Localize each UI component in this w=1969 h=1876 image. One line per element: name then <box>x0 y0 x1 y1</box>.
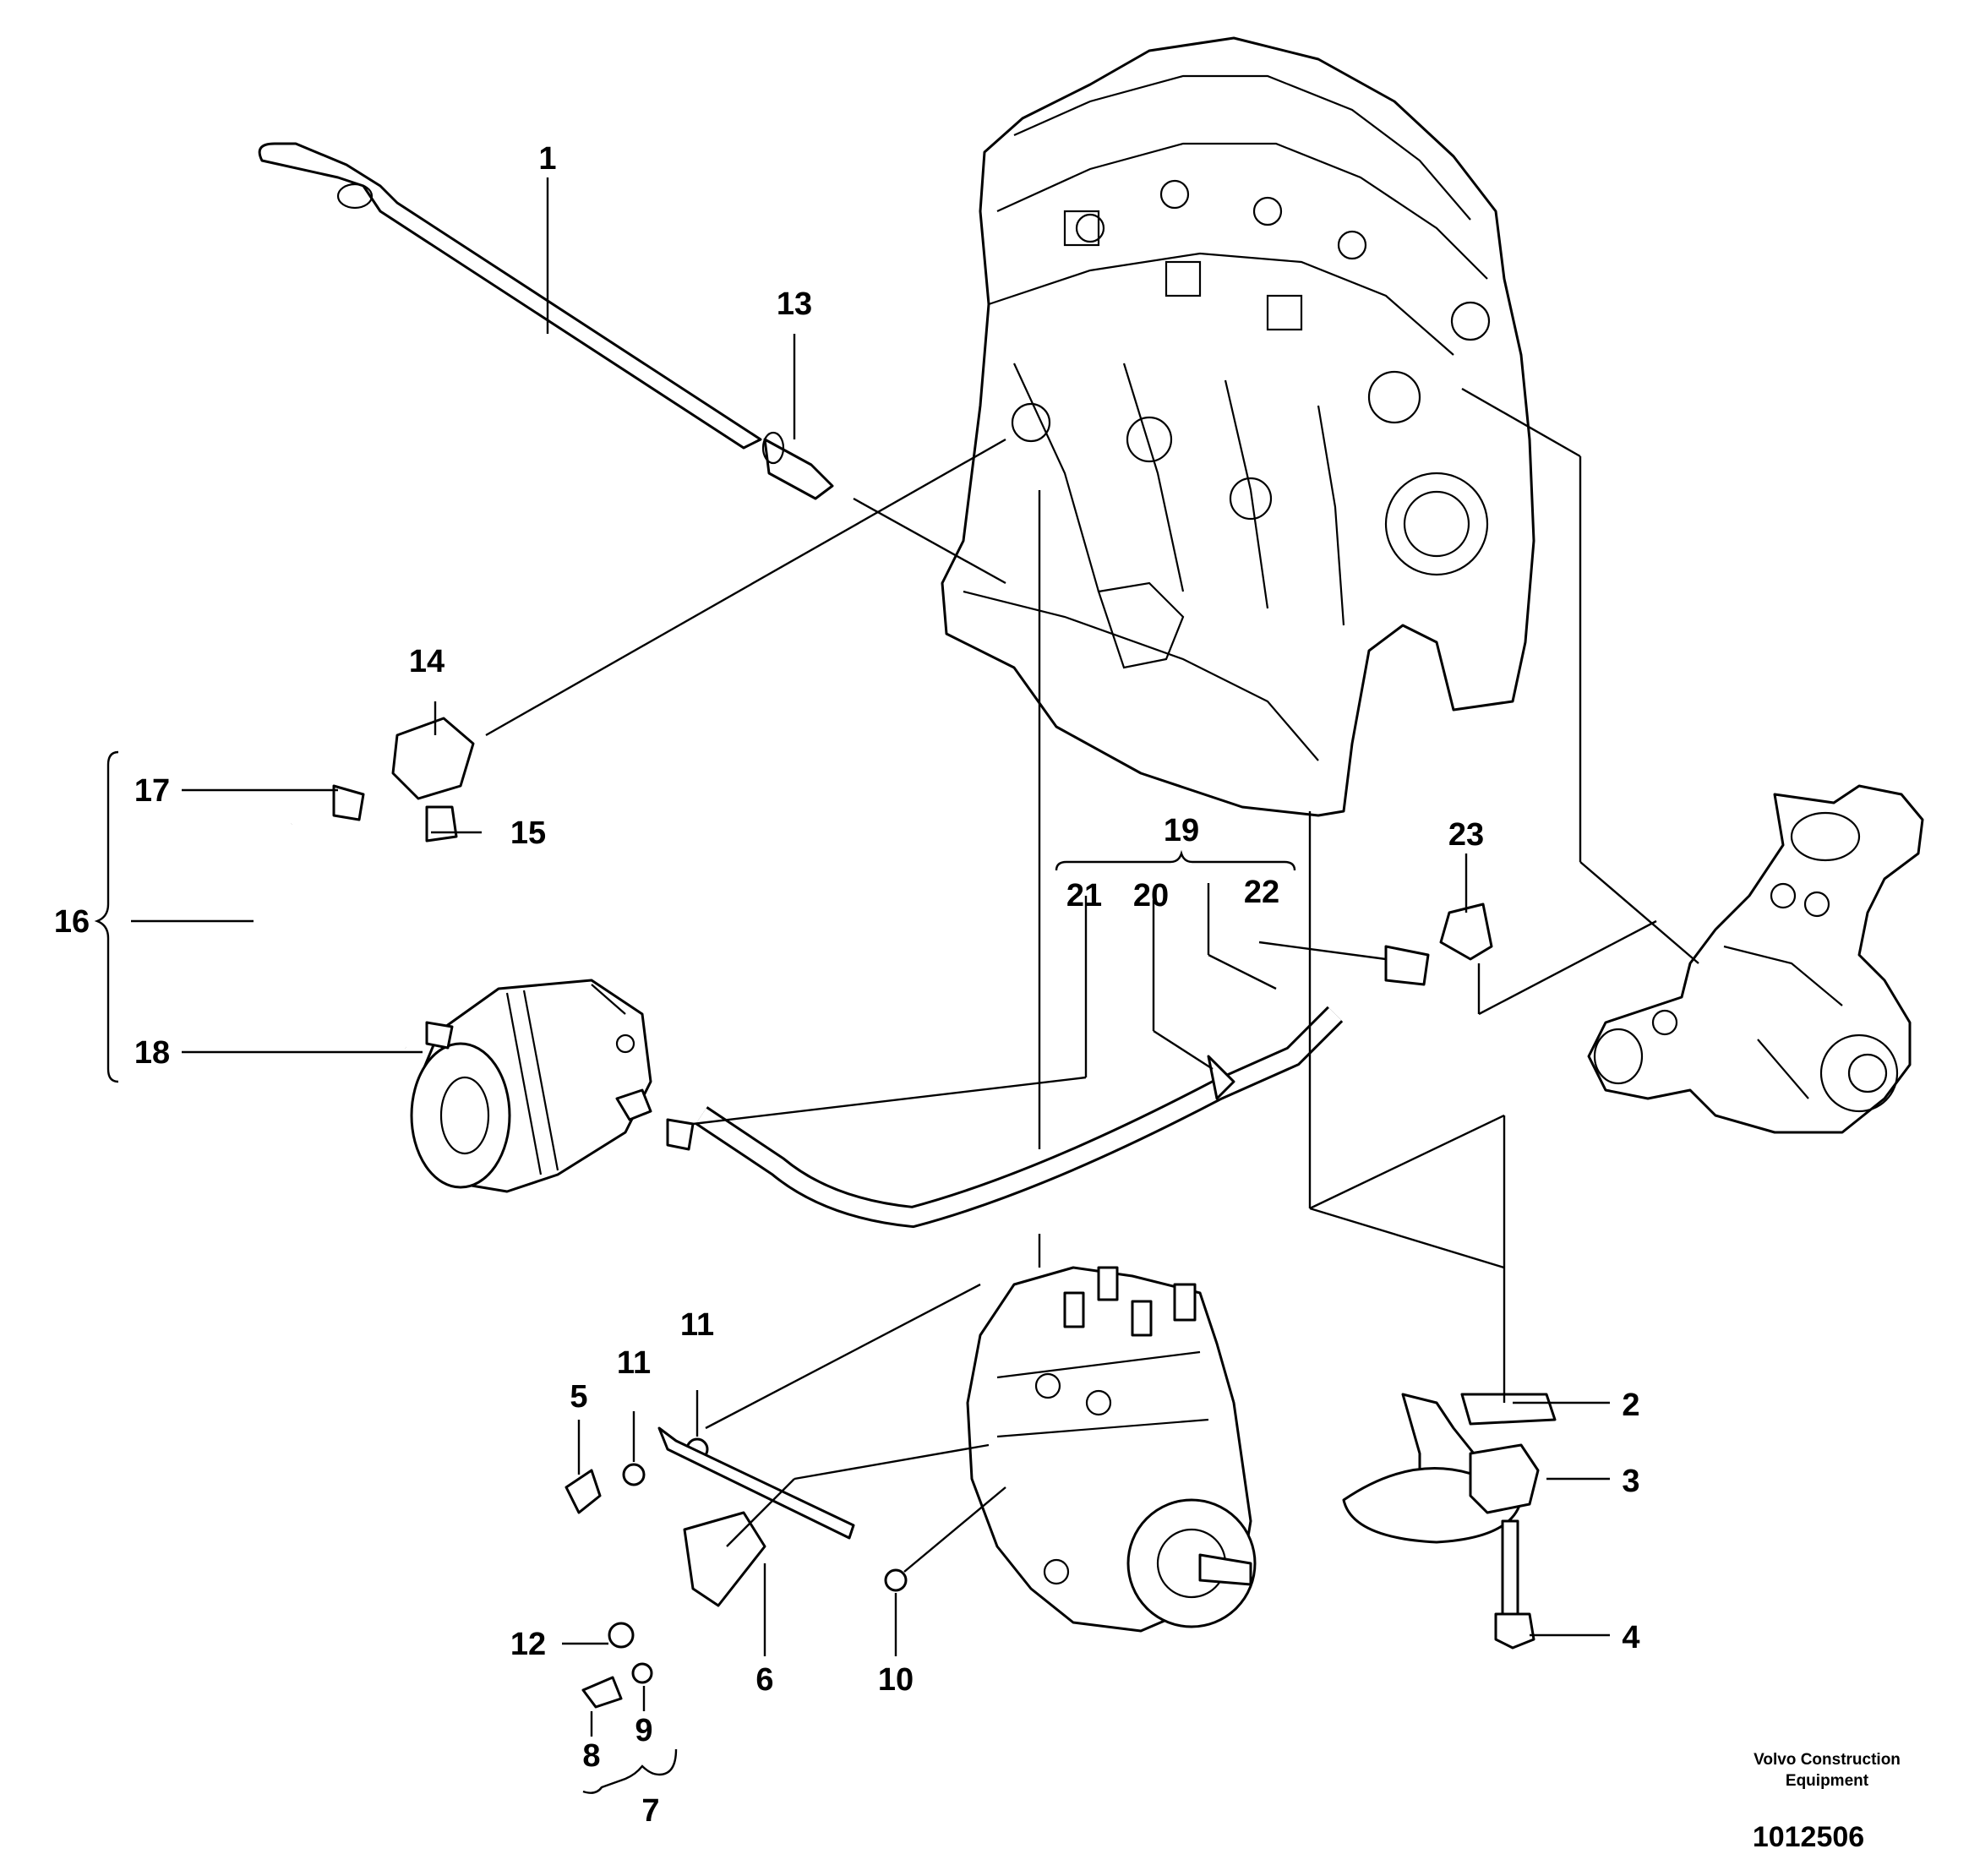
callout-11-right: 11 <box>680 1307 714 1343</box>
document-number: 1012506 <box>1753 1821 1864 1853</box>
pipe-6 <box>657 1426 855 1540</box>
return-hose <box>227 816 408 1056</box>
engine-block <box>941 36 1535 817</box>
callout-11-left: 11 <box>617 1345 651 1381</box>
callout-1: 1 <box>538 141 556 177</box>
callout-3: 3 <box>1622 1464 1639 1499</box>
callout-15: 15 <box>510 815 546 851</box>
oil-pipe <box>695 1006 1344 1229</box>
footer: Volvo Construction Equipment 1012506 <box>1753 1751 1901 1853</box>
washer-9 <box>631 1662 653 1684</box>
callout-13: 13 <box>777 286 812 322</box>
bellows-20 <box>1207 1055 1235 1100</box>
brand-line-2: Equipment <box>1786 1772 1869 1790</box>
bolt-5 <box>565 1469 602 1514</box>
oil-strainer <box>1342 1393 1557 1650</box>
bolt-8 <box>581 1676 623 1709</box>
callout-23: 23 <box>1448 817 1484 853</box>
callout-20: 20 <box>1133 878 1169 913</box>
clamp-22 <box>1384 945 1430 986</box>
dipstick <box>258 142 762 450</box>
callout-18: 18 <box>134 1035 170 1071</box>
dipstick-guide <box>761 431 834 500</box>
injection-pump <box>966 1266 1257 1633</box>
brand-line-1: Volvo Construction <box>1754 1751 1901 1769</box>
callout-22: 22 <box>1244 875 1279 910</box>
callout-6: 6 <box>755 1662 773 1698</box>
callouts: 1 2 3 4 5 6 7 8 9 10 11 11 12 13 14 15 1… <box>54 141 1640 1829</box>
callout-7: 7 <box>641 1793 659 1829</box>
washer-10 <box>884 1568 908 1592</box>
callout-12: 12 <box>510 1627 546 1662</box>
fittings <box>332 717 1493 1709</box>
callout-2: 2 <box>1622 1388 1639 1423</box>
callout-14: 14 <box>409 644 445 679</box>
callout-21: 21 <box>1066 878 1102 913</box>
bracket-7 <box>683 1511 766 1607</box>
callout-5: 5 <box>570 1379 587 1415</box>
water-pump <box>1587 784 1924 1134</box>
callout-9: 9 <box>635 1713 652 1748</box>
clamp-17 <box>332 784 365 821</box>
leader-lines <box>94 177 1699 1794</box>
callout-17: 17 <box>134 773 170 809</box>
callout-4: 4 <box>1622 1620 1639 1655</box>
oil-filter <box>410 979 652 1193</box>
elbow-23 <box>1439 903 1493 961</box>
callout-8: 8 <box>582 1738 600 1774</box>
plug-15 <box>425 805 458 843</box>
nut-12 <box>608 1622 635 1649</box>
callout-19: 19 <box>1164 813 1199 848</box>
washer-11b <box>622 1463 646 1486</box>
clamp-21 <box>666 1118 695 1151</box>
callout-16: 16 <box>54 904 90 940</box>
banjo-fitting-14 <box>391 717 475 800</box>
clamp-18 <box>425 1021 454 1050</box>
callout-10: 10 <box>878 1662 914 1698</box>
